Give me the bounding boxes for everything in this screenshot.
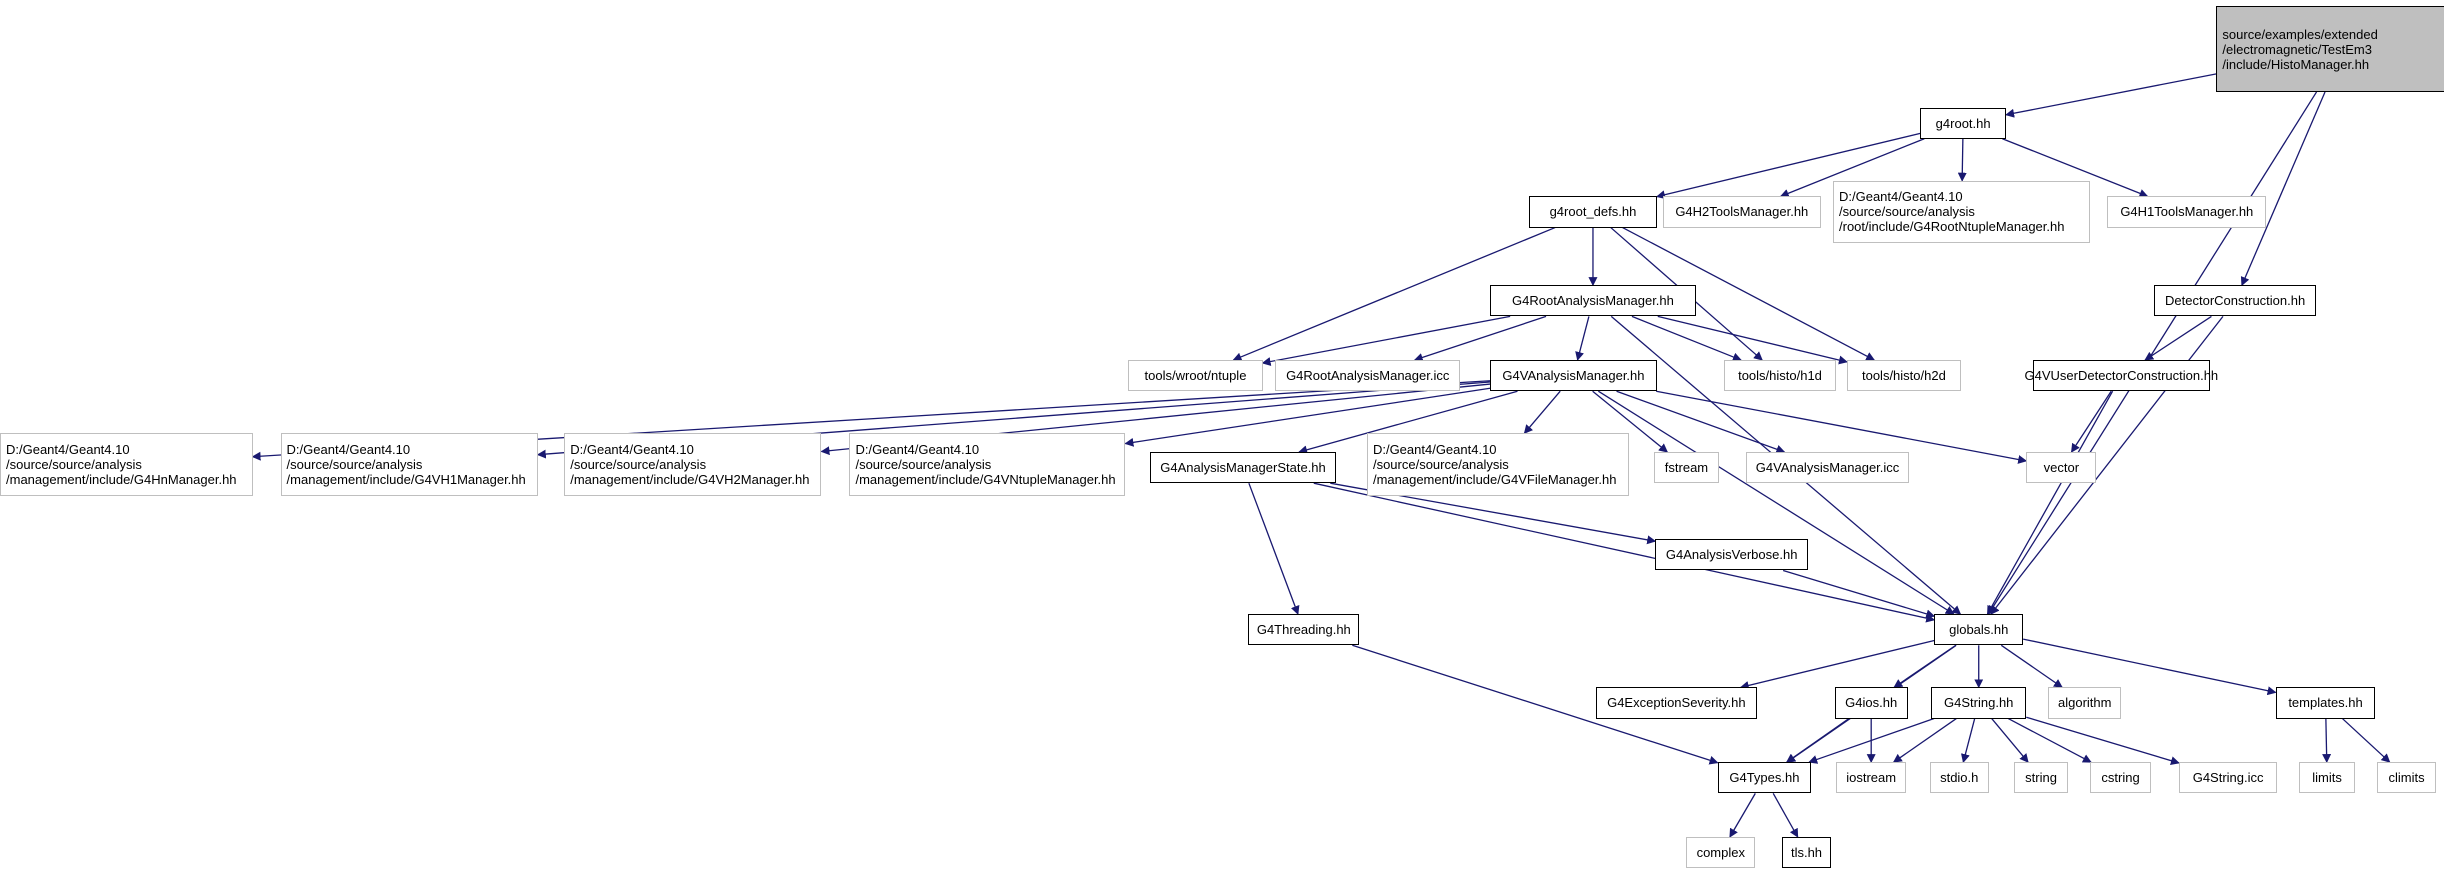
node-string: string	[2013, 762, 2069, 794]
node-iostream: iostream	[1836, 762, 1907, 794]
edge-g4string-to-iostream	[1892, 718, 1957, 763]
edge-templates-to-climits	[2341, 718, 2391, 763]
edge-globals-to-algorithm	[2000, 644, 2063, 688]
node-stdio: stdio.h	[1929, 762, 1989, 794]
node-g4vuserdet[interactable]: G4VUserDetectorConstruction.hh	[2025, 360, 2218, 392]
edge-g4vanalysis-to-g4vanalysis-icc	[1616, 390, 1786, 454]
edge-g4statemgr-to-g4threading	[1248, 482, 1300, 615]
edge-g4string-to-stdio	[1960, 718, 1976, 764]
node-complex: complex	[1686, 837, 1756, 869]
edge-g4rootanalysis-to-h2d	[1657, 315, 1848, 365]
node-root: source/examples/extended /electromagneti…	[2216, 6, 2444, 92]
edge-g4statemgr-to-globals	[1313, 482, 1936, 623]
edge-globals-to-templates	[2023, 638, 2277, 696]
node-g4rootanalysis-icc: G4RootAnalysisManager.icc	[1274, 360, 1461, 392]
edge-g4root-defs-to-wroot	[1232, 226, 1556, 362]
node-g4hn: D:/Geant4/Geant4.10 /source/source/analy…	[0, 433, 253, 496]
edge-g4rootanalysis-to-g4rootanalysis-icc	[1413, 315, 1547, 362]
node-g4rootntuple: D:/Geant4/Geant4.10 /source/source/analy…	[1833, 180, 2091, 244]
edge-g4vanalysis-to-g4statemgr	[1298, 390, 1518, 455]
edge-g4root-to-g4h1tools	[2002, 138, 2149, 198]
edge-g4vanalysis-to-g4vfile	[1523, 390, 1561, 434]
node-g4types[interactable]: G4Types.hh	[1717, 762, 1812, 794]
node-wroot: tools/wroot/ntuple	[1128, 360, 1263, 392]
node-g4string-icc: G4String.icc	[2179, 762, 2278, 794]
edge-g4root-defs-to-h2d	[1622, 226, 1876, 361]
node-fstream: fstream	[1653, 452, 1720, 484]
edge-g4types-to-tls	[1772, 793, 1799, 838]
node-g4vanalysis-icc: G4VAnalysisManager.icc	[1745, 452, 1910, 484]
node-g4rootanalysis[interactable]: G4RootAnalysisManager.hh	[1490, 285, 1696, 317]
edge-g4vanalysis-to-vector	[1656, 390, 2028, 464]
node-g4vh1: D:/Geant4/Geant4.10 /source/source/analy…	[280, 433, 538, 496]
edge-g4ios-to-g4types	[1785, 718, 1850, 763]
edge-g4threading-to-g4types	[1352, 644, 1719, 765]
node-g4h1tools: G4H1ToolsManager.hh	[2107, 196, 2267, 228]
node-vector: vector	[2026, 452, 2097, 484]
edge-root-to-detector	[2240, 91, 2326, 287]
node-globals[interactable]: globals.hh	[1934, 614, 2024, 646]
node-templates[interactable]: templates.hh	[2275, 687, 2376, 719]
edge-g4vuserdet-to-globals	[1986, 390, 2114, 615]
node-cstring: cstring	[2090, 762, 2151, 794]
edge-g4string-to-g4string-icc	[2026, 716, 2180, 766]
node-g4exception[interactable]: G4ExceptionSeverity.hh	[1596, 687, 1757, 719]
node-g4root-defs[interactable]: g4root_defs.hh	[1529, 196, 1657, 228]
node-g4threading[interactable]: G4Threading.hh	[1248, 614, 1360, 646]
edge-g4vanalysis-to-globals	[1597, 390, 1955, 615]
edge-g4rootanalysis-to-g4vanalysis	[1575, 316, 1590, 361]
edge-g4root-to-g4h2tools	[1779, 138, 1925, 198]
edge-g4vanalysis-to-fstream	[1592, 390, 1669, 453]
edge-g4root-to-g4root-defs	[1655, 132, 1921, 200]
edge-globals-to-g4exception	[1739, 639, 1935, 690]
edge-g4root-to-g4rootntuple	[1957, 138, 1967, 182]
edge-root-to-g4root	[2005, 73, 2217, 118]
edge-templates-to-limits	[2322, 718, 2332, 764]
edge-g4types-to-complex	[1729, 793, 1756, 838]
edge-detector-to-g4vuserdet	[2144, 315, 2212, 361]
node-h1d: tools/histo/h1d	[1723, 360, 1837, 392]
node-g4root[interactable]: g4root.hh	[1920, 107, 2006, 139]
node-g4string[interactable]: G4String.hh	[1931, 687, 2027, 719]
edge-g4vanalysis-to-g4vntuple	[1124, 387, 1491, 447]
node-g4statemgr[interactable]: G4AnalysisManagerState.hh	[1150, 452, 1336, 484]
node-g4verbose[interactable]: G4AnalysisVerbose.hh	[1655, 539, 1809, 571]
node-algorithm: algorithm	[2048, 687, 2122, 719]
edge-g4vuserdet-to-vector	[2070, 390, 2112, 453]
node-g4vanalysis[interactable]: G4VAnalysisManager.hh	[1490, 360, 1657, 392]
edge-root-to-globals	[1987, 91, 2318, 615]
edge-g4string-to-g4types	[1808, 717, 1935, 764]
edge-g4string-to-string	[1991, 718, 2029, 763]
edge-g4verbose-to-globals	[1782, 569, 1936, 619]
node-g4h2tools: G4H2ToolsManager.hh	[1663, 196, 1821, 228]
node-detector[interactable]: DetectorConstruction.hh	[2154, 285, 2317, 317]
node-tls[interactable]: tls.hh	[1781, 837, 1832, 869]
node-climits: climits	[2376, 762, 2437, 794]
node-g4vh2: D:/Geant4/Geant4.10 /source/source/analy…	[564, 433, 822, 496]
edge-g4rootanalysis-to-wroot	[1261, 315, 1511, 366]
node-limits: limits	[2299, 762, 2356, 794]
node-g4ios[interactable]: G4ios.hh	[1834, 687, 1908, 719]
node-g4vfile: D:/Geant4/Geant4.10 /source/source/analy…	[1366, 433, 1629, 496]
node-h2d: tools/histo/h2d	[1847, 360, 1961, 392]
edge-g4rootanalysis-to-h1d	[1631, 315, 1742, 362]
node-g4vntuple: D:/Geant4/Geant4.10 /source/source/analy…	[849, 433, 1126, 496]
edge-g4string-to-cstring	[2007, 717, 2092, 763]
